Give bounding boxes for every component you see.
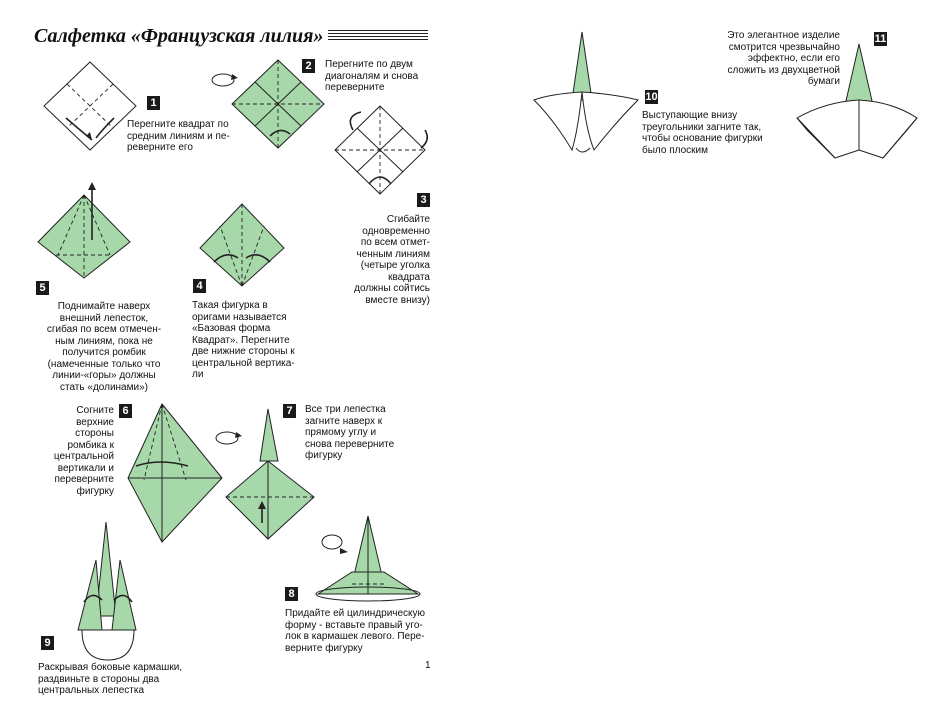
diagram-step-8 <box>315 515 421 602</box>
diagram-step-4 <box>199 203 285 287</box>
step-1-badge: 1 <box>147 96 160 110</box>
step-10-text: Выступающие внизу треугольники загните т… <box>642 110 763 156</box>
step-5-badge: 5 <box>36 281 49 295</box>
diagram-step-1 <box>43 61 137 151</box>
step-3-badge: 3 <box>417 193 430 207</box>
step-4-text: Такая фигурка в оригами называется «Базо… <box>192 300 295 380</box>
step-7-text: Все три лепестка загните наверх к прямом… <box>305 404 395 461</box>
step-2-text: Перегните по двум диагоналям и снова пер… <box>325 59 419 93</box>
step-10-badge: 10 <box>645 90 658 104</box>
diagram-step-3 <box>334 105 429 195</box>
step-6-badge: 6 <box>119 404 132 418</box>
diagram-step-9 <box>77 521 137 661</box>
step-7-badge: 7 <box>283 404 296 418</box>
diagram-step-2 <box>231 59 325 149</box>
diagram-step-6 <box>127 403 223 543</box>
page-title: Салфетка «Французская лилия» <box>34 25 324 47</box>
step-2-badge: 2 <box>302 59 315 73</box>
diagram-step-7 <box>225 408 315 540</box>
diagram-step-10 <box>533 31 639 153</box>
step-1-text: Перегните квадрат по средним линиям и пе… <box>127 119 230 153</box>
step-3-text: Сгибайте одновременно по всем отмет- чен… <box>354 214 430 306</box>
step-8-text: Придайте ей цилиндрическую форму - встав… <box>285 608 426 654</box>
diagram-step-5 <box>37 182 131 279</box>
step-11-text: Это элегантное изделие смотрится чрезвыч… <box>727 30 840 87</box>
step-8-badge: 8 <box>285 587 298 601</box>
diagram-step-11 <box>796 43 918 159</box>
rotate-arrow-icon <box>211 73 238 87</box>
step-6-text: Согните верхние стороны ромбика к центра… <box>53 405 114 497</box>
step-9-text: Раскрывая боковые кармашки, раздвиньте в… <box>38 662 183 696</box>
title-rule <box>328 30 428 40</box>
step-4-badge: 4 <box>193 279 206 293</box>
rotate-arrow-icon-3 <box>321 534 348 554</box>
step-9-badge: 9 <box>41 636 54 650</box>
page-number: 1 <box>425 660 431 671</box>
step-11-badge: 11 <box>874 32 887 46</box>
step-5-text: Поднимайте наверх внешний лепесток, сгиб… <box>46 301 162 393</box>
rotate-arrow-icon-2 <box>215 431 242 445</box>
